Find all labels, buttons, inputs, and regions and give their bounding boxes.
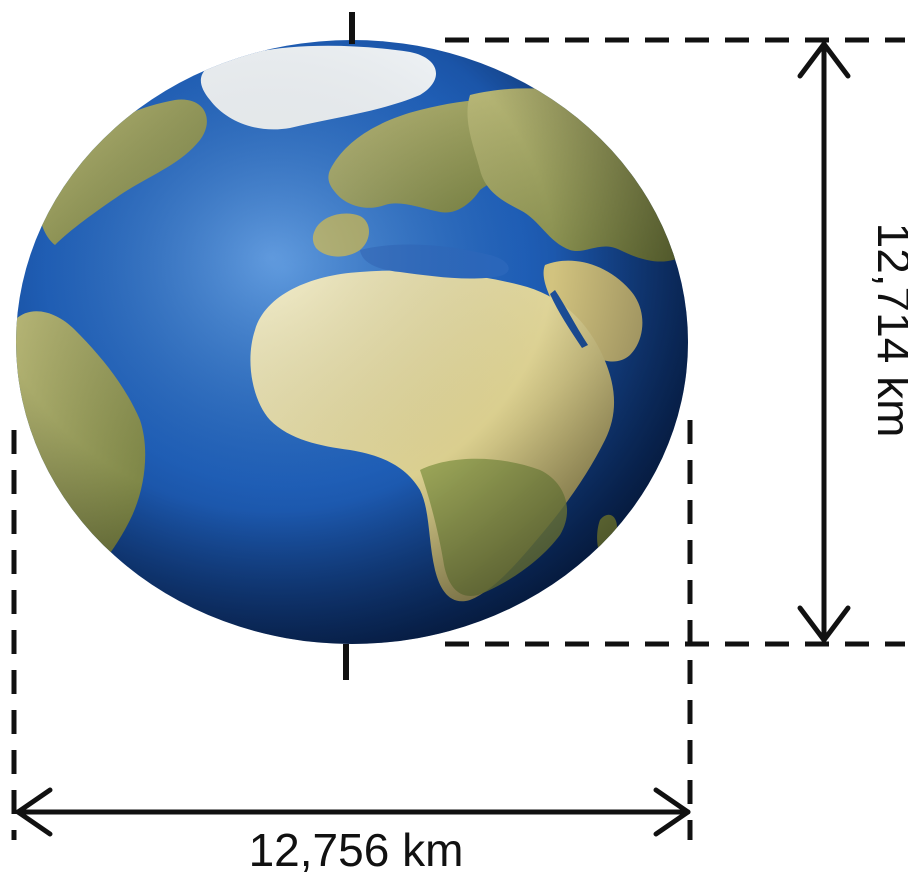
- arrowhead-left: [15, 787, 53, 837]
- globe-shading: [16, 40, 688, 644]
- arrowhead-down: [797, 605, 851, 643]
- arrowhead-up: [797, 41, 851, 79]
- equatorial-diameter-arrow: [15, 787, 691, 837]
- earth-globe: [16, 40, 688, 644]
- equatorial-diameter-label: 12,756 km: [249, 824, 464, 872]
- dashed-extension-lines: [11, 37, 905, 840]
- polar-diameter-arrow: [797, 41, 851, 643]
- arrowhead-right: [653, 787, 691, 837]
- polar-diameter-label: 12,714 km: [868, 223, 908, 438]
